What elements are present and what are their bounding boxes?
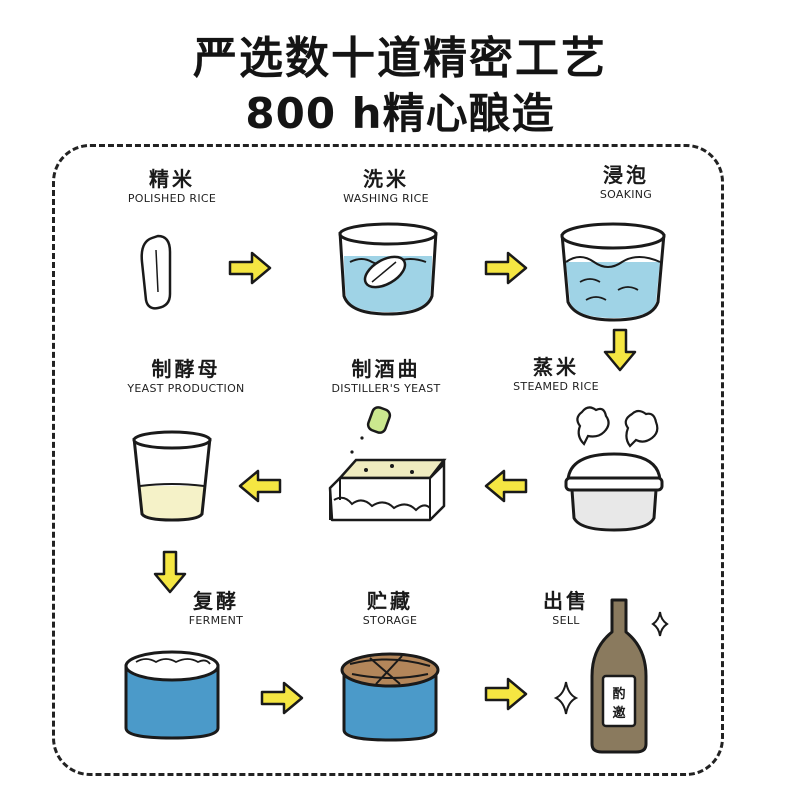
step-label-en: SOAKING [599, 188, 653, 201]
koji-tray-icon [328, 406, 447, 522]
step-steamed-rice: 蒸米 STEAMED RICE [466, 356, 646, 393]
step-label-cn: 蒸米 [533, 355, 579, 379]
step-soaking: 浸泡 SOAKING [536, 164, 716, 201]
arrow-down-icon [603, 328, 637, 372]
step-label-en: STEAMED RICE [513, 380, 599, 393]
step-washing-rice: 洗米 WASHING RICE [296, 168, 476, 205]
step-label-cn: 精米 [149, 167, 195, 191]
step-storage: 贮藏 STORAGE [300, 590, 480, 627]
step-label-cn: 出售 [543, 589, 589, 613]
sparkle-icon [651, 611, 669, 637]
arrow-right-icon [228, 251, 272, 285]
page-title: 严选数十道精密工艺 [193, 33, 607, 84]
arrow-down-icon [153, 550, 187, 594]
step-label-cn: 制酒曲 [351, 357, 421, 381]
arrow-right-icon [484, 251, 528, 285]
steamer-pot-icon [564, 406, 664, 532]
step-distillers-yeast: 制酒曲 DISTILLER'S YEAST [296, 358, 476, 395]
step-label-cn: 贮藏 [367, 589, 413, 613]
arrow-right-icon [260, 681, 304, 715]
step-label-cn: 复酵 [193, 589, 239, 613]
step-label-en: POLISHED RICE [127, 192, 217, 205]
sake-bottle-icon: 酌 邀 [590, 598, 648, 754]
bottle-label-top: 酌 [612, 686, 625, 702]
step-label-en: FERMENT [188, 614, 244, 627]
rice-grain-icon [140, 234, 172, 310]
storage-tank-icon [340, 652, 440, 742]
step-label-en: STORAGE [362, 614, 418, 627]
step-label-en: YEAST PRODUCTION [127, 382, 245, 395]
page-subtitle: 800 h精心酿造 [245, 89, 555, 138]
arrow-right-icon [484, 677, 528, 711]
bottle-label-bottom: 邀 [612, 705, 625, 721]
step-label-en: SELL [552, 614, 580, 627]
step-label-cn: 浸泡 [603, 163, 649, 187]
yeast-glass-icon [132, 430, 212, 522]
arrow-left-icon [484, 469, 528, 503]
ferment-tank-icon [124, 650, 220, 740]
sparkle-icon [553, 681, 579, 715]
step-ferment: 复酵 FERMENT [126, 590, 306, 627]
step-sell: 出售 SELL [476, 590, 656, 627]
step-polished-rice: 精米 POLISHED RICE [82, 168, 262, 205]
step-label-cn: 洗米 [363, 167, 409, 191]
step-label-en: WASHING RICE [343, 192, 429, 205]
process-frame [52, 144, 724, 776]
arrow-left-icon [238, 469, 282, 503]
soaking-tank-icon [560, 222, 666, 322]
washing-bowl-icon [338, 222, 438, 316]
step-label-cn: 制酵母 [151, 357, 221, 381]
step-label-en: DISTILLER'S YEAST [331, 382, 441, 395]
step-yeast-production: 制酵母 YEAST PRODUCTION [96, 358, 276, 395]
